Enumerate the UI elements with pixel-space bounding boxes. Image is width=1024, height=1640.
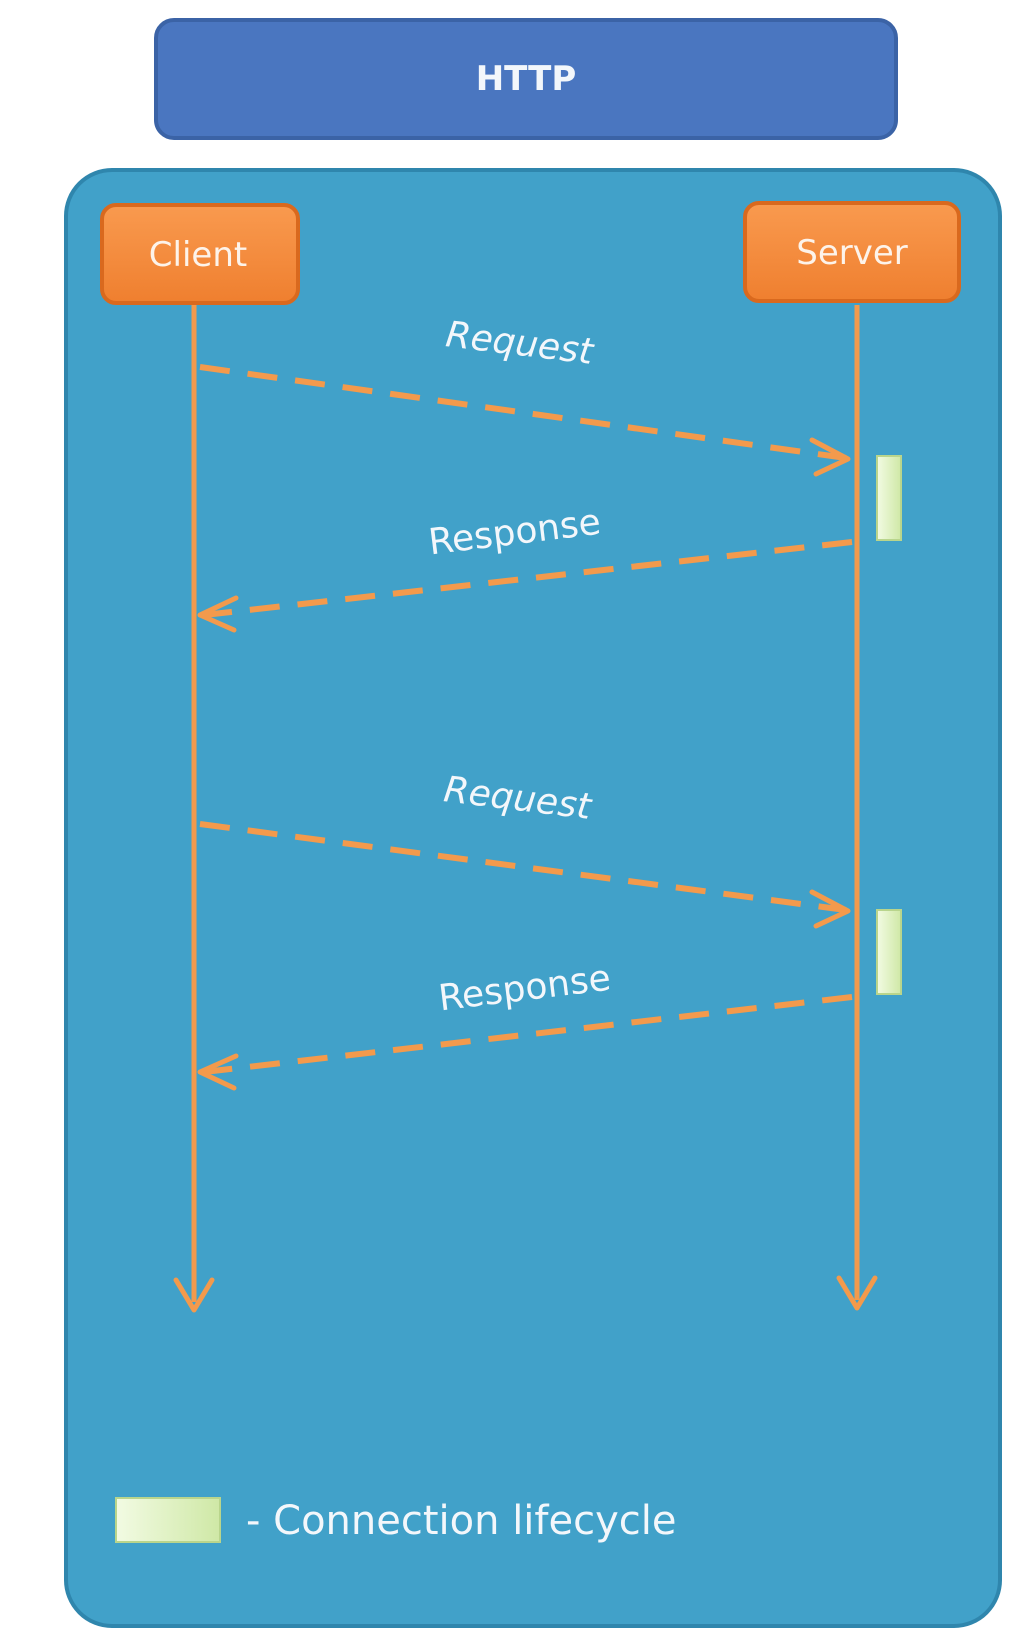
legend-text: - Connection lifecycle (246, 1498, 677, 1544)
diagram-title: HTTP (476, 59, 577, 99)
connection-lifecycle-bar (876, 909, 902, 995)
diagram-panel (64, 168, 1002, 1628)
participant-server: Server (743, 201, 961, 303)
client-lifeline (173, 305, 215, 1313)
server-label: Server (796, 233, 908, 273)
server-lifeline (836, 305, 878, 1311)
participant-client: Client (100, 203, 300, 305)
legend: - Connection lifecycle (115, 1497, 677, 1544)
connection-lifecycle-bar (876, 455, 902, 541)
legend-swatch (115, 1497, 221, 1543)
client-label: Client (149, 235, 247, 275)
title-box (154, 18, 898, 140)
